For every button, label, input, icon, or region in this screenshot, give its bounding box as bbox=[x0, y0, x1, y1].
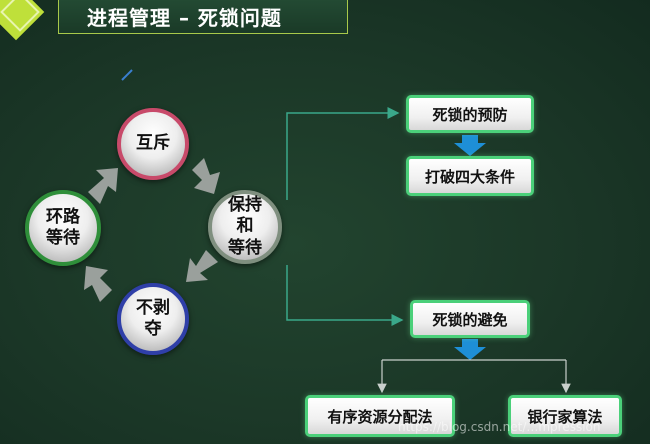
mutex-label: 互斥 bbox=[136, 133, 170, 154]
page-title: 进程管理 – 死锁问题 bbox=[87, 6, 282, 30]
cycle-node-circular-wait: 环路 等待 bbox=[25, 190, 101, 266]
arrow-mutex-to-hold-wait-icon bbox=[192, 158, 220, 194]
arrow-circular-wait-to-mutex-icon bbox=[88, 168, 118, 204]
title-bar: 进程管理 – 死锁问题 bbox=[58, 0, 348, 34]
hold-wait-label-line2: 等待 bbox=[228, 237, 262, 258]
cycle-arrows bbox=[84, 158, 220, 302]
watermark-url: https://blog.csdn.net/…mpression bbox=[398, 420, 601, 434]
hold-wait-label-line1: 保持和 bbox=[228, 195, 262, 237]
hold-wait-label: 保持和 等待 bbox=[221, 195, 269, 259]
pen-cursor-icon bbox=[121, 69, 133, 81]
cycle-node-mutex: 互斥 bbox=[117, 108, 189, 180]
circular-wait-label-line1: 环路 bbox=[46, 206, 80, 227]
connector-to-avoidance bbox=[286, 265, 404, 326]
box-deadlock-avoidance: 死锁的避免 bbox=[410, 300, 530, 338]
cycle-node-no-preemption: 不剥夺 bbox=[117, 283, 189, 355]
box-ordered-resource-allocation: 有序资源分配法 bbox=[305, 395, 455, 437]
connector-to-prevention bbox=[286, 107, 400, 200]
arrow-avoidance-to-methods-icon bbox=[454, 339, 486, 360]
cycle-node-hold-and-wait: 保持和 等待 bbox=[208, 190, 282, 264]
box-break-four-conditions: 打破四大条件 bbox=[406, 156, 534, 196]
arrow-prevention-to-break-icon bbox=[454, 135, 486, 156]
arrow-hold-wait-to-no-preempt-icon bbox=[186, 250, 218, 282]
circular-wait-label-line2: 等待 bbox=[46, 228, 80, 248]
arrow-no-preempt-to-circular-wait-icon bbox=[84, 266, 112, 302]
box-deadlock-prevention: 死锁的预防 bbox=[406, 95, 534, 133]
circular-wait-label: 环路 等待 bbox=[39, 207, 87, 250]
no-preempt-label: 不剥夺 bbox=[136, 297, 170, 339]
box-bankers-algorithm: 银行家算法 bbox=[508, 395, 622, 437]
